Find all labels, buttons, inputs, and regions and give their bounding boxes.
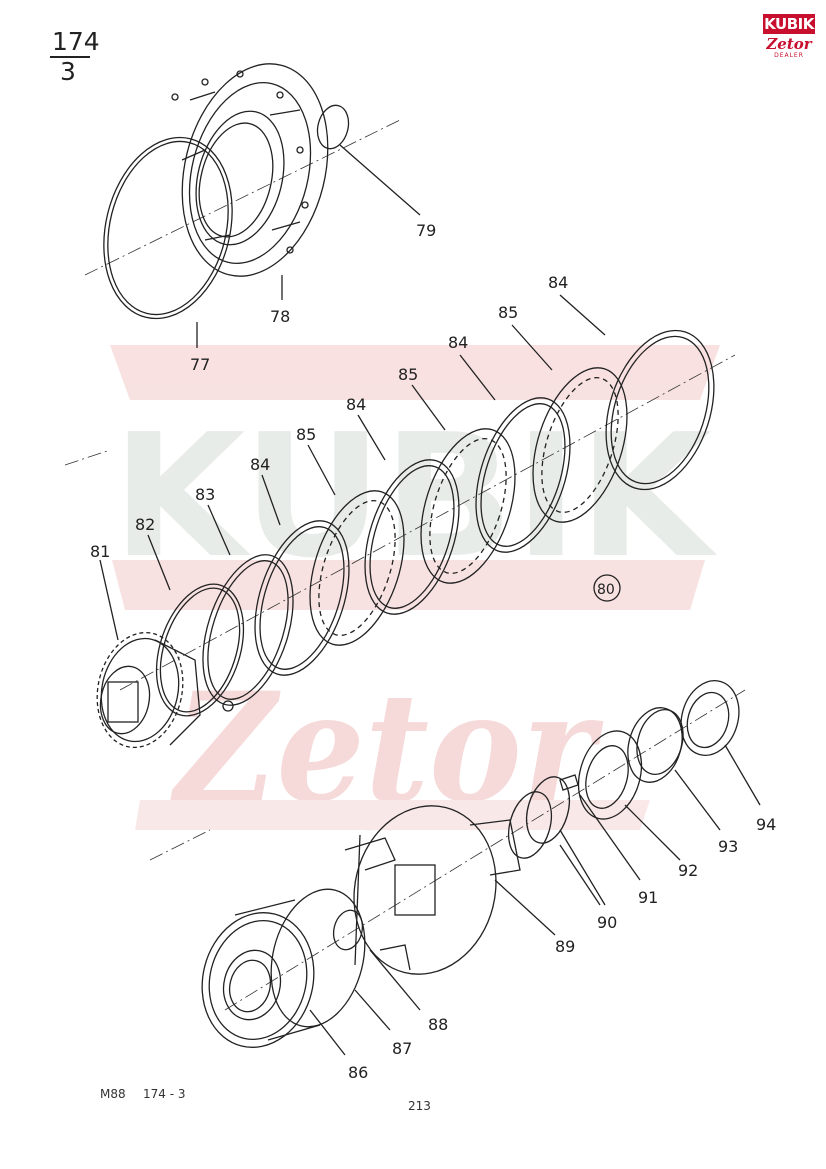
footer-sub: 174 - 3 bbox=[143, 1087, 186, 1101]
cover-assembly bbox=[103, 63, 421, 348]
o-ring-87 bbox=[270, 888, 366, 1028]
group-number-bottom: 3 bbox=[60, 57, 76, 86]
callout-84c: 84 bbox=[448, 333, 468, 352]
callout-94: 94 bbox=[756, 815, 776, 834]
callout-84a: 84 bbox=[250, 455, 270, 474]
group-number-divider bbox=[50, 56, 90, 58]
o-ring-79 bbox=[316, 104, 350, 150]
seal-90b bbox=[525, 776, 571, 844]
callout-85b: 85 bbox=[398, 365, 418, 384]
callout-84b: 84 bbox=[346, 395, 366, 414]
callout-83: 83 bbox=[195, 485, 215, 504]
callout-80: 80 bbox=[597, 582, 615, 598]
disc-85b bbox=[420, 428, 516, 584]
group-number-top: 174 bbox=[52, 27, 100, 56]
callout-85a: 85 bbox=[296, 425, 316, 444]
footer-code: M88 bbox=[100, 1087, 126, 1101]
washer-94 bbox=[680, 680, 740, 756]
drum-89 bbox=[344, 805, 521, 975]
lower-assembly bbox=[201, 680, 761, 1056]
seal-90a bbox=[507, 791, 553, 859]
page-number: 213 bbox=[408, 1099, 431, 1113]
plate-83 bbox=[202, 554, 294, 706]
plate-84a bbox=[254, 520, 350, 676]
ring-88 bbox=[332, 909, 364, 951]
plate-84b bbox=[364, 459, 460, 615]
logo-zetor: Zetor bbox=[766, 35, 812, 53]
callout-89: 89 bbox=[555, 937, 575, 956]
o-ring-77 bbox=[103, 136, 233, 320]
clutch-pack bbox=[96, 294, 715, 749]
disc-85a bbox=[309, 490, 405, 646]
gear-hub-81 bbox=[96, 631, 201, 749]
callout-79: 79 bbox=[416, 221, 436, 240]
callout-77: 77 bbox=[190, 355, 210, 374]
callouts: 77 78 79 81 82 83 84 85 84 85 84 85 84 8… bbox=[90, 221, 776, 1082]
logo-kubik: KUBIK bbox=[763, 14, 815, 34]
logo-dealer: DEALER bbox=[774, 52, 804, 59]
callout-80-circle bbox=[593, 574, 621, 602]
bearing-92 bbox=[577, 730, 643, 820]
callout-87: 87 bbox=[392, 1039, 412, 1058]
callout-84d: 84 bbox=[548, 273, 568, 292]
piston-86 bbox=[201, 899, 321, 1048]
callout-91: 91 bbox=[638, 888, 658, 907]
disc-85c bbox=[532, 367, 628, 523]
callout-86: 86 bbox=[348, 1063, 368, 1082]
callout-92: 92 bbox=[678, 861, 698, 880]
callout-82: 82 bbox=[135, 515, 155, 534]
callout-78: 78 bbox=[270, 307, 290, 326]
callout-93: 93 bbox=[718, 837, 738, 856]
plate-84c bbox=[475, 397, 571, 553]
callout-88: 88 bbox=[428, 1015, 448, 1034]
cover-78 bbox=[181, 63, 329, 277]
plate-84d bbox=[605, 329, 715, 491]
callout-81: 81 bbox=[90, 542, 110, 561]
callout-90: 90 bbox=[597, 913, 617, 932]
kubik-zetor-logo: KUBIK Zetor DEALER bbox=[763, 14, 815, 60]
snap-ring-82 bbox=[155, 583, 245, 717]
callout-85c: 85 bbox=[498, 303, 518, 322]
